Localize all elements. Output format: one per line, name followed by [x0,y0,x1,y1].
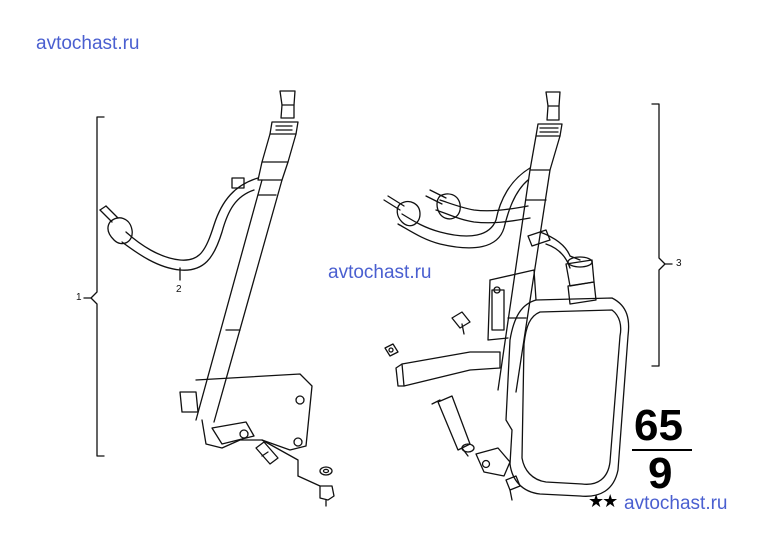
right-bracket [395,351,511,477]
right-hoses [383,167,581,269]
group-minor-number: 9 [648,449,673,498]
washer-reservoir [487,256,630,497]
callout-2: 2 [176,284,182,295]
callout-3: 3 [676,258,682,269]
left-bracket [179,373,313,451]
group-major-number: 65 [634,401,683,450]
left-hose [99,177,259,271]
watermark-top-left: avtochast.ru [36,33,140,54]
left-nozzle [257,90,299,181]
bracket-group-1 [83,116,105,457]
right-nozzle [529,91,563,171]
callout-1: 1 [76,292,82,303]
left-bolt [255,439,335,507]
star-icon: ★★ [588,491,618,512]
watermark-bottom-right: avtochast.ru [624,493,728,514]
bracket-group-3 [651,103,673,367]
watermark-center: avtochast.ru [328,262,432,283]
right-small-parts [384,311,521,501]
